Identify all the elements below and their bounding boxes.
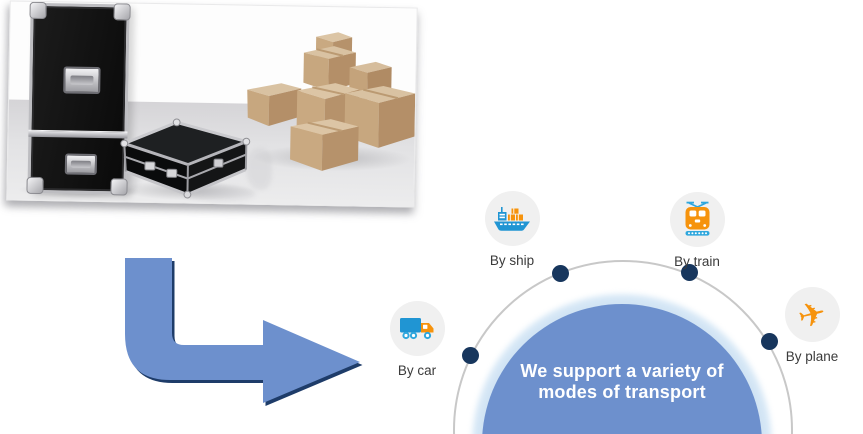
mode-label: By ship	[489, 253, 535, 268]
mode-label: By car	[397, 363, 437, 378]
corner-cap	[113, 3, 131, 21]
mode-label: By plane	[785, 349, 839, 364]
caption-line-2: modes of transport	[538, 382, 706, 402]
mode-by-plane: ✈ By plane	[767, 287, 857, 364]
flight-case-lying	[120, 118, 251, 199]
arc-node-dot-car	[462, 347, 479, 364]
cargo-ship-icon	[484, 191, 540, 246]
cardboard-box	[247, 83, 302, 126]
case-handle	[64, 153, 98, 175]
arc-node-dot-train	[681, 264, 698, 281]
cardboard-box	[290, 119, 359, 171]
mode-by-ship: By ship	[467, 191, 557, 268]
mode-label: By train	[674, 254, 720, 269]
airplane-icon: ✈	[784, 287, 840, 342]
arc-node-dot-ship	[552, 265, 569, 282]
corner-cap	[26, 176, 44, 195]
airplane-glyph: ✈	[793, 292, 831, 337]
aluminum-rail	[28, 129, 128, 139]
bubble-caption: We support a variety of modes of transpo…	[497, 361, 747, 403]
cardboard-boxes	[247, 32, 416, 171]
mode-by-car: By car	[372, 301, 462, 378]
corner-cap	[29, 1, 47, 20]
truck-icon	[389, 301, 445, 356]
cardboard-box	[303, 46, 356, 92]
mode-by-train: By train	[652, 192, 742, 269]
flight-case-upright	[26, 1, 131, 196]
case-handle	[63, 66, 101, 95]
caption-line-1: We support a variety of	[520, 361, 724, 381]
train-icon	[669, 192, 725, 247]
product-photo	[6, 0, 418, 208]
arc-node-dot-plane	[761, 333, 778, 350]
elbow-arrow-right-icon	[125, 258, 363, 406]
